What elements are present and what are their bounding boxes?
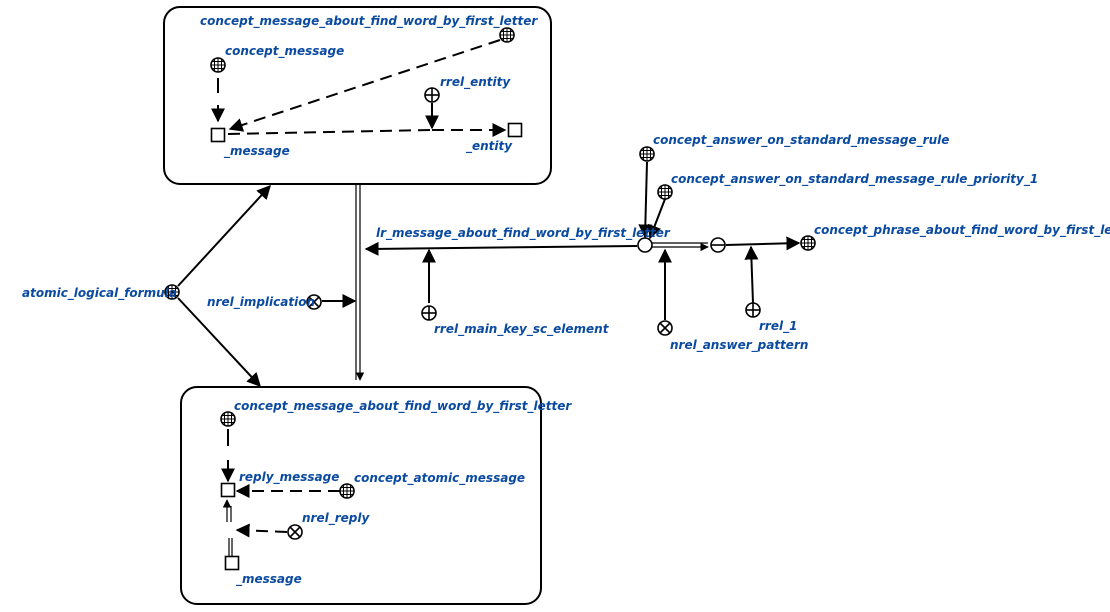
plus-circle-icon[interactable] xyxy=(424,87,440,103)
rrel-1-label: rrel_1 xyxy=(759,319,797,334)
grid-circle-icon[interactable] xyxy=(499,27,515,43)
edge-message-to-entity-a xyxy=(227,129,433,135)
top-concept-main-label: concept_message_about_find_word_by_first… xyxy=(200,14,538,29)
edge-nrel-reply xyxy=(235,523,288,538)
grid-circle-icon[interactable] xyxy=(800,235,816,251)
concept-message-label: concept_message xyxy=(225,44,344,59)
square-icon[interactable] xyxy=(507,122,523,138)
nrel-answer-pattern-label: nrel_answer_pattern xyxy=(670,338,808,353)
rrel-entity-label: rrel_entity xyxy=(440,75,511,90)
bottom-concept-main-label: concept_message_about_find_word_by_first… xyxy=(234,399,572,414)
concept-atomic-message-label: concept_atomic_message xyxy=(354,471,525,486)
edge-tuple-to-phrase xyxy=(725,236,801,251)
grid-circle-icon[interactable] xyxy=(339,483,355,499)
edge-rule-to-lr-message xyxy=(364,241,638,256)
edge-formula-to-bottom xyxy=(177,297,261,388)
square-icon[interactable] xyxy=(220,482,236,498)
edge-formula-to-top xyxy=(177,184,271,287)
atomic-logical-formula-label: atomic_logical_formula xyxy=(22,286,177,301)
cross-circle-icon[interactable] xyxy=(287,524,303,540)
plus-circle-icon[interactable] xyxy=(745,302,761,318)
lr-message-label: lr_message_about_find_word_by_first_lett… xyxy=(376,226,671,241)
edge-concept-answer-priority xyxy=(647,198,666,240)
edge-concept-main-to-message xyxy=(228,39,501,132)
var-entity-label: _entity xyxy=(465,139,513,154)
rrel-main-key-label: rrel_main_key_sc_element xyxy=(434,322,610,337)
reply-message-label: reply_message xyxy=(239,470,339,485)
cross-circle-icon[interactable] xyxy=(657,320,673,336)
grid-circle-icon[interactable] xyxy=(220,411,236,427)
bottom-contour[interactable] xyxy=(180,386,542,605)
grid-circle-icon[interactable] xyxy=(210,57,226,73)
bottom-var-message-label: _message xyxy=(235,572,302,587)
circle-icon[interactable] xyxy=(637,237,653,253)
grid-circle-icon[interactable] xyxy=(657,184,673,200)
edge-concept-answer-rule xyxy=(638,161,653,239)
top-var-message-label: _message xyxy=(223,144,290,159)
square-icon[interactable] xyxy=(210,127,226,143)
edge-rrel-1 xyxy=(744,245,759,304)
nrel-implication-label: nrel_implication xyxy=(207,295,315,310)
top-contour[interactable] xyxy=(163,6,552,185)
concept-phrase-label: concept_phrase_about_find_word_by_first_… xyxy=(814,223,1110,238)
square-icon[interactable] xyxy=(224,555,240,571)
concept-answer-rule-label: concept_answer_on_standard_message_rule xyxy=(653,133,949,148)
plus-circle-icon[interactable] xyxy=(421,305,437,321)
minus-circle-icon[interactable] xyxy=(710,237,726,253)
grid-circle-icon[interactable] xyxy=(639,146,655,162)
concept-answer-priority-label: concept_answer_on_standard_message_rule_… xyxy=(671,172,1038,187)
nrel-reply-label: nrel_reply xyxy=(302,511,370,526)
